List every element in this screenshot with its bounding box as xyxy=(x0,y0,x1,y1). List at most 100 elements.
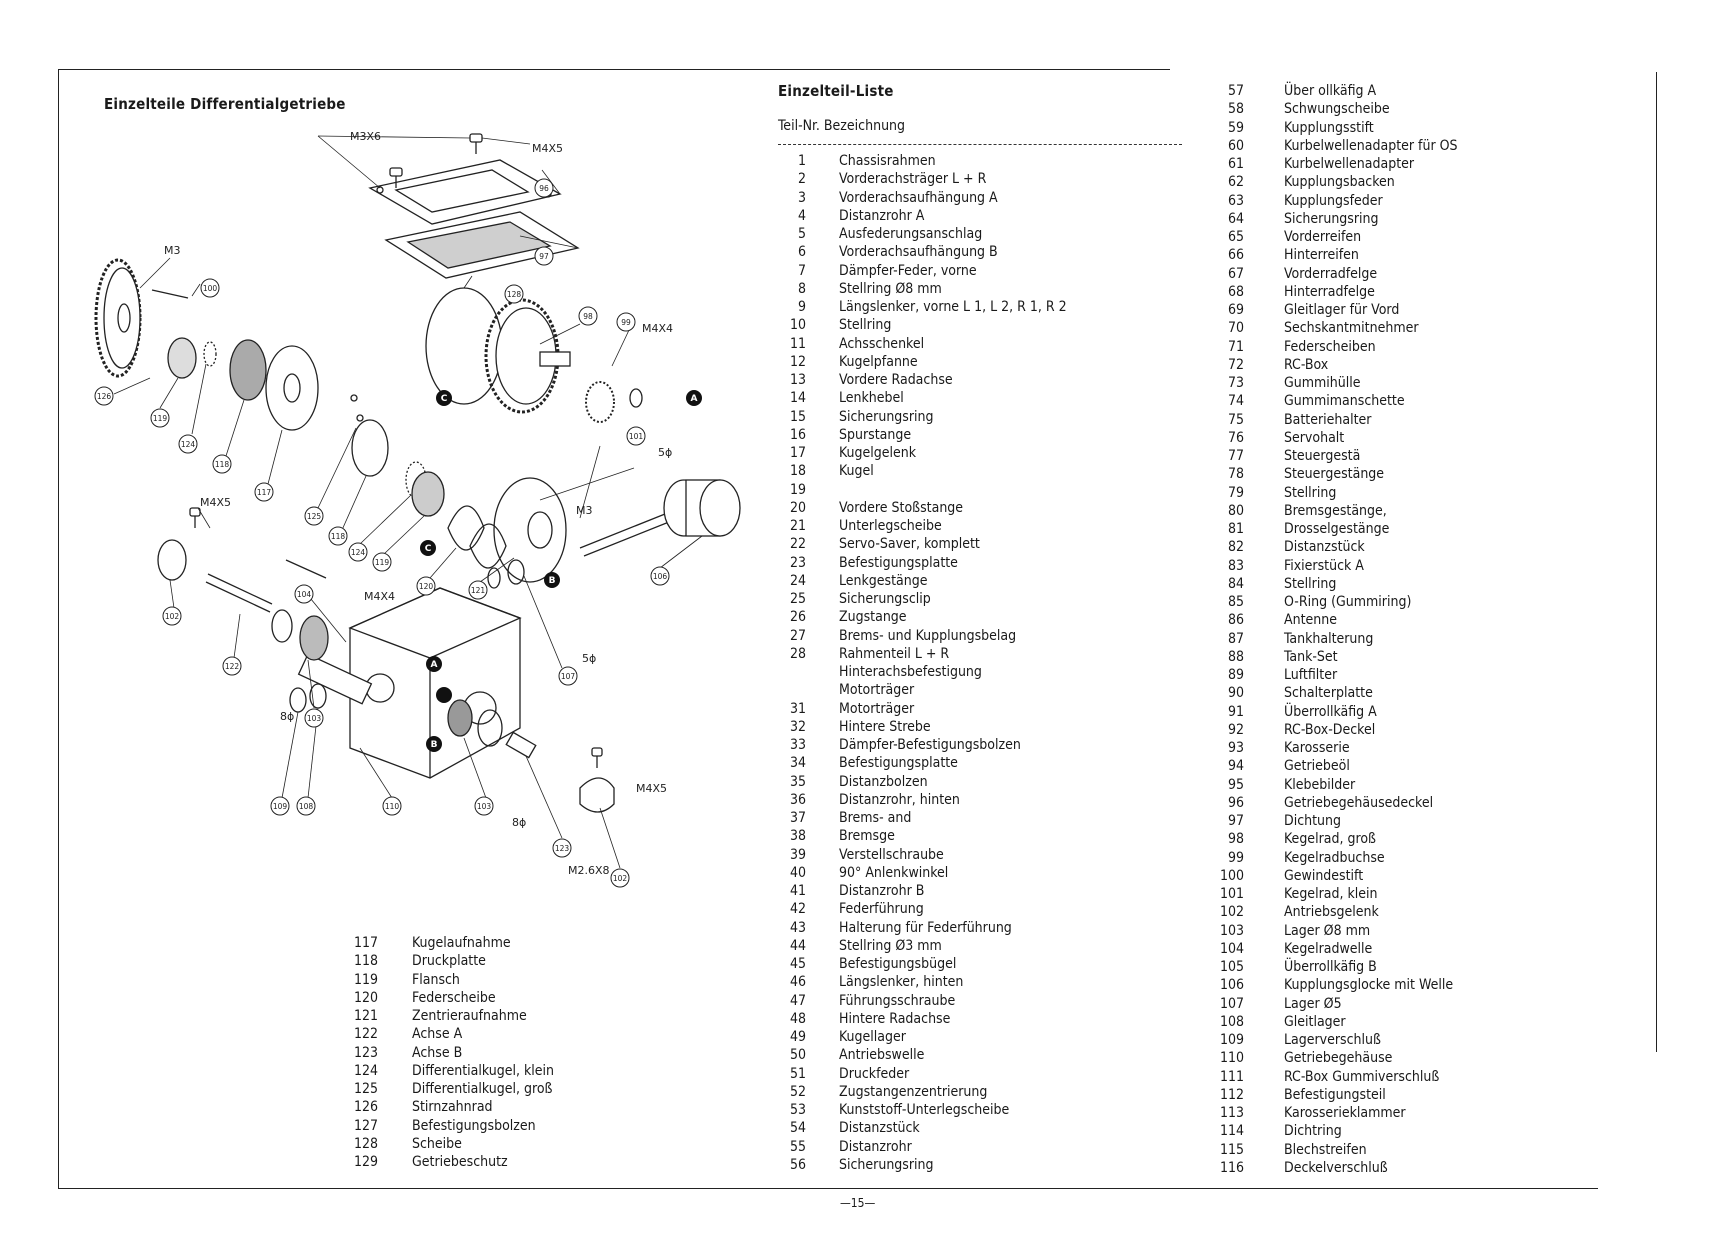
part-name: Drosselgestänge xyxy=(1284,521,1390,537)
part-name: Überrollkäfig B xyxy=(1284,959,1377,975)
part-number: 105 xyxy=(1219,959,1244,975)
part-number: 4 xyxy=(797,207,806,224)
callout-122: 122 xyxy=(225,662,240,671)
part-name: Vorderradfelge xyxy=(1284,265,1378,282)
part-name: Befestigungsplatte xyxy=(839,554,958,571)
part-name: Kugelpfanne xyxy=(839,353,918,370)
part-name: Gummihülle xyxy=(1284,375,1361,391)
part-number: 109 xyxy=(1219,1032,1244,1048)
part-row: 43 Halterung für Federführung xyxy=(770,919,1067,937)
part-name: Antenne xyxy=(1284,612,1338,629)
part-name: Stellring xyxy=(1284,484,1337,501)
part-number: 97 xyxy=(1227,813,1244,829)
part-name: Zugstange xyxy=(839,609,907,626)
callout-96: 96 xyxy=(539,184,549,193)
part-name: Stellring Ø8 mm xyxy=(839,280,942,297)
part-number: 126 xyxy=(353,1099,378,1116)
label-m3-mid: M3 xyxy=(576,504,593,517)
callout-119b: 119 xyxy=(375,558,390,567)
part-number: 64 xyxy=(1227,210,1244,227)
part-number: 121 xyxy=(353,1008,378,1024)
part-number: 80 xyxy=(1227,502,1244,519)
part-name: Getriebegehäuse xyxy=(1284,1050,1393,1067)
part-name: Getriebeschutz xyxy=(412,1154,508,1170)
part-number: 86 xyxy=(1227,612,1244,629)
page-number: —15— xyxy=(840,1196,876,1210)
part-name: Stellring xyxy=(1284,575,1337,592)
gearbox-housing-110 xyxy=(297,587,522,779)
list-header: Teil-Nr. Bezeichnung xyxy=(778,118,906,134)
part-number: 11 xyxy=(789,335,806,352)
part-name: Distanzbolzen xyxy=(839,773,928,790)
part-name: Dichtung xyxy=(1284,813,1342,829)
marker-b-right: B xyxy=(549,576,556,586)
part-number: 45 xyxy=(789,956,806,972)
part-number: 38 xyxy=(789,828,806,845)
part-number: 123 xyxy=(353,1044,378,1061)
part-name: Lenkhebel xyxy=(839,390,904,407)
part-name: Servo-Saver, komplett xyxy=(839,536,980,553)
callout-117: 117 xyxy=(257,488,272,497)
part-name: Servohalt xyxy=(1284,429,1345,446)
callout-108: 108 xyxy=(299,802,314,811)
part-name: Karosserie xyxy=(1284,740,1350,756)
part-number: 98 xyxy=(1227,831,1244,848)
part-number: 34 xyxy=(789,755,806,772)
part-name: Distanzstück xyxy=(839,1120,920,1137)
part-row: 105 Überrollkäfig B xyxy=(1212,958,1458,976)
part-name: Federführung xyxy=(839,901,924,918)
part-number: 51 xyxy=(789,1065,806,1082)
part-name: Kurbelwellenadapter für OS xyxy=(1284,137,1458,154)
part-number: 58 xyxy=(1227,101,1244,118)
callout-109: 109 xyxy=(273,802,288,811)
label-m4x5-top: M4X5 xyxy=(532,142,563,155)
callout-104: 104 xyxy=(297,590,312,599)
part-number: 43 xyxy=(789,919,806,936)
part-name: Differentialkugel, klein xyxy=(412,1062,555,1079)
label-m3x6: M3X6 xyxy=(350,130,381,143)
callout-119: 119 xyxy=(153,414,168,423)
part-number: 18 xyxy=(789,463,806,480)
part-name: Längslenker, vorne L 1, L 2, R 1, R 2 xyxy=(839,299,1067,315)
label-m3-left: M3 xyxy=(164,244,181,257)
part-name: Steuergestä xyxy=(1284,448,1361,464)
part-name: Brems- and xyxy=(839,810,912,826)
callout-99: 99 xyxy=(621,318,631,327)
part-number: 15 xyxy=(789,408,806,425)
label-8phi-bottom: 8ϕ xyxy=(512,816,526,829)
part-name: Halterung für Federführung xyxy=(839,919,1012,936)
part-name: Motorträger xyxy=(839,700,915,717)
part-name: Dämpfer-Feder, vorne xyxy=(839,262,977,279)
part-name: Stellring Ø3 mm xyxy=(839,937,942,954)
